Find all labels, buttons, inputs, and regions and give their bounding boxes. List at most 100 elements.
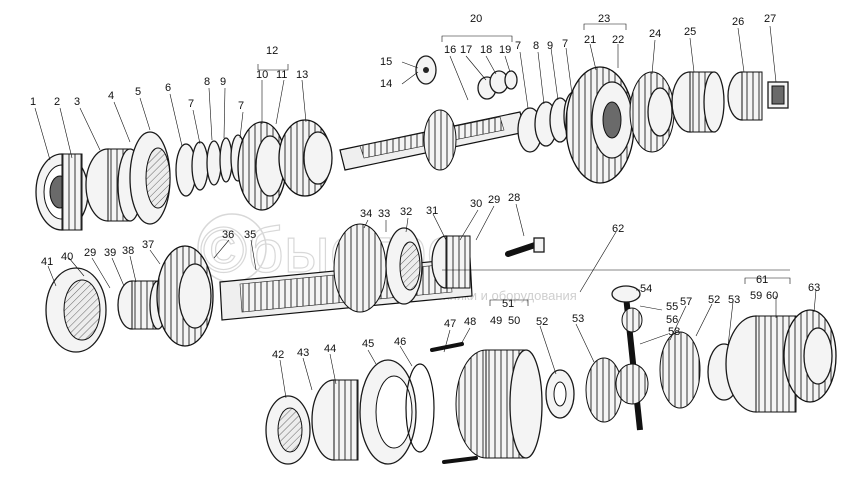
callout-44: 44 [324, 343, 336, 355]
callout-59: 59 [750, 290, 762, 302]
callout-23: 23 [598, 13, 610, 25]
part-31-bearing [431, 235, 471, 289]
callout-50: 50 [508, 315, 520, 327]
part-41-flange [45, 267, 107, 353]
callout-19: 19 [499, 44, 511, 56]
callout-63: 63 [808, 282, 820, 294]
callout-8: 8 [533, 40, 539, 52]
callout-47: 47 [444, 318, 456, 330]
part-45-cover [359, 359, 417, 465]
callout-51: 51 [502, 298, 514, 310]
callout-53: 53 [572, 313, 584, 325]
part-46-gasket [405, 363, 435, 453]
callout-46: 46 [394, 336, 406, 348]
callout-42: 42 [272, 349, 284, 361]
part-25-bearing [671, 71, 725, 133]
callout-35: 35 [244, 229, 256, 241]
callout-28: 28 [508, 192, 520, 204]
callout-37: 37 [142, 239, 154, 251]
callout-62: 62 [612, 223, 624, 235]
callout-7: 7 [188, 98, 194, 110]
callout-52: 52 [708, 294, 720, 306]
part-1-bearing [35, 153, 89, 231]
callout-4: 4 [108, 90, 114, 102]
part-42-coupling [265, 395, 311, 465]
callout-48: 48 [464, 316, 476, 328]
callout-49: 49 [490, 315, 502, 327]
callout-61: 61 [756, 274, 768, 286]
callout-53: 53 [728, 294, 740, 306]
callout-7: 7 [238, 100, 244, 112]
leader-lines [34, 23, 817, 399]
callout-31: 31 [426, 205, 438, 217]
callout-39: 39 [104, 247, 116, 259]
callout-58: 58 [668, 326, 680, 338]
part-51-housing [455, 349, 543, 459]
callout-38: 38 [122, 245, 134, 257]
part-24-gear [629, 71, 675, 153]
part-26-bearing [727, 71, 763, 121]
callout-40: 40 [61, 251, 73, 263]
callout-2: 2 [54, 96, 60, 108]
secondary-shaft-assembly [45, 223, 545, 353]
callout-29: 29 [488, 194, 500, 206]
callout-36: 36 [222, 229, 234, 241]
callout-9: 9 [547, 40, 553, 52]
callout-32: 32 [400, 206, 412, 218]
callout-11: 11 [276, 69, 287, 81]
callout-54: 54 [640, 283, 652, 295]
callout-56: 56 [666, 314, 678, 326]
callout-30: 30 [470, 198, 482, 210]
callout-34: 34 [360, 208, 372, 220]
callout-3: 3 [74, 96, 80, 108]
callout-21: 21 [584, 34, 596, 46]
part-rings-6-11 [175, 134, 246, 197]
callout-26: 26 [732, 16, 744, 28]
callout-55: 55 [666, 301, 678, 313]
callout-24: 24 [649, 28, 661, 40]
callout-45: 45 [362, 338, 374, 350]
callout-17: 17 [460, 44, 472, 56]
callout-5: 5 [135, 86, 141, 98]
part-11-gear [237, 121, 287, 211]
callout-7: 7 [515, 40, 521, 52]
callout-1: 1 [30, 96, 36, 108]
callout-43: 43 [297, 347, 309, 359]
callout-14: 14 [380, 78, 392, 90]
differential-assembly [265, 285, 837, 465]
part-16-shaft [339, 109, 526, 171]
callout-33: 33 [378, 208, 390, 220]
part-63-ring-gear [783, 309, 837, 403]
part-44-bearing [311, 379, 359, 461]
part-54-58-spider [611, 285, 649, 431]
callout-20: 20 [470, 13, 482, 25]
callout-27: 27 [764, 13, 776, 25]
callout-15: 15 [380, 56, 392, 68]
part-22-gear [565, 66, 635, 184]
callout-12: 12 [266, 45, 278, 57]
part-4-flange [129, 131, 171, 225]
part-37-gear [156, 245, 214, 347]
part-28-bolt [505, 237, 545, 257]
part-15-spacer [415, 55, 437, 85]
callout-41: 41 [41, 256, 53, 268]
part-47-48-bolts [430, 342, 478, 464]
callout-18: 18 [480, 44, 492, 56]
part-27-nut [767, 81, 789, 109]
callout-6: 6 [165, 82, 171, 94]
part-52-washer-left [545, 369, 575, 419]
part-32-ring [385, 227, 423, 305]
callout-9: 9 [220, 76, 226, 88]
part-17-19-bearings [477, 70, 518, 100]
part-13-gear [278, 119, 333, 197]
callout-10: 10 [256, 69, 268, 81]
callout-60: 60 [766, 290, 778, 302]
callout-8: 8 [204, 76, 210, 88]
callout-13: 13 [296, 69, 308, 81]
part-57-side-gear-right [659, 331, 701, 409]
callout-7: 7 [562, 38, 568, 50]
callout-57: 57 [680, 296, 692, 308]
